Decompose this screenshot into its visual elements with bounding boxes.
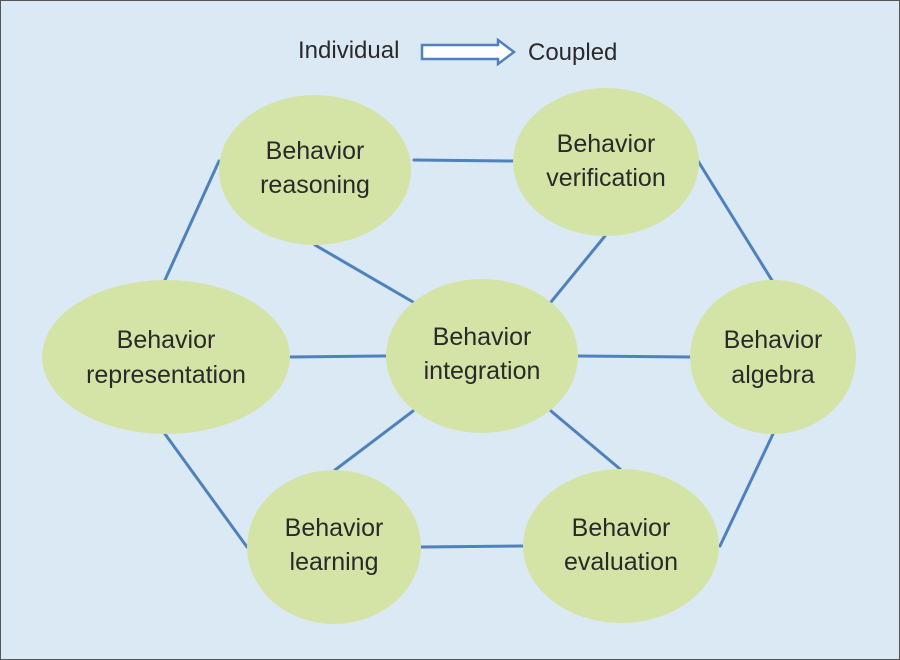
node-label-line2: reasoning — [260, 171, 370, 199]
node-behavior-reasoning: Behavior reasoning — [219, 95, 411, 245]
node-label-line2: learning — [290, 548, 379, 576]
edge-verification-integration — [549, 234, 607, 304]
edge-representation-learning — [163, 432, 249, 549]
edge-integration-evaluation — [549, 409, 622, 471]
legend-from-label: Individual — [298, 37, 399, 64]
edge-representation-integration — [288, 354, 388, 359]
edge-integration-learning — [333, 409, 415, 472]
node-behavior-verification: Behavior verification — [513, 88, 699, 236]
node-behavior-representation: Behavior representation — [42, 280, 290, 434]
node-label-line1: Behavior — [117, 326, 216, 354]
node-label-line1: Behavior — [557, 130, 656, 158]
node-label-line2: representation — [86, 361, 246, 389]
edge-integration-algebra — [576, 354, 692, 359]
arrow-right-icon — [420, 37, 517, 67]
node-behavior-algebra: Behavior algebra — [690, 280, 856, 434]
node-label-line2: verification — [546, 164, 666, 192]
node-behavior-learning: Behavior learning — [247, 470, 421, 624]
edges — [163, 158, 775, 549]
edge-algebra-evaluation — [718, 432, 775, 548]
node-label-line2: algebra — [731, 361, 814, 389]
edge-reasoning-representation — [163, 159, 221, 282]
node-label-line1: Behavior — [572, 514, 671, 542]
legend-to-label: Coupled — [528, 39, 617, 66]
legend: Individual Coupled — [298, 37, 617, 67]
node-label-line2: integration — [424, 357, 541, 385]
node-label-line1: Behavior — [433, 323, 532, 351]
node-label-line1: Behavior — [266, 137, 365, 165]
edge-learning-evaluation — [419, 544, 525, 549]
edge-reasoning-integration — [313, 243, 415, 304]
node-label-line2: evaluation — [564, 548, 678, 576]
node-label-line1: Behavior — [724, 326, 823, 354]
edge-verification-algebra — [696, 159, 775, 284]
node-behavior-integration: Behavior integration — [386, 279, 578, 433]
edge-reasoning-verification — [412, 158, 516, 163]
node-behavior-evaluation: Behavior evaluation — [523, 469, 719, 623]
node-label-line1: Behavior — [285, 514, 384, 542]
